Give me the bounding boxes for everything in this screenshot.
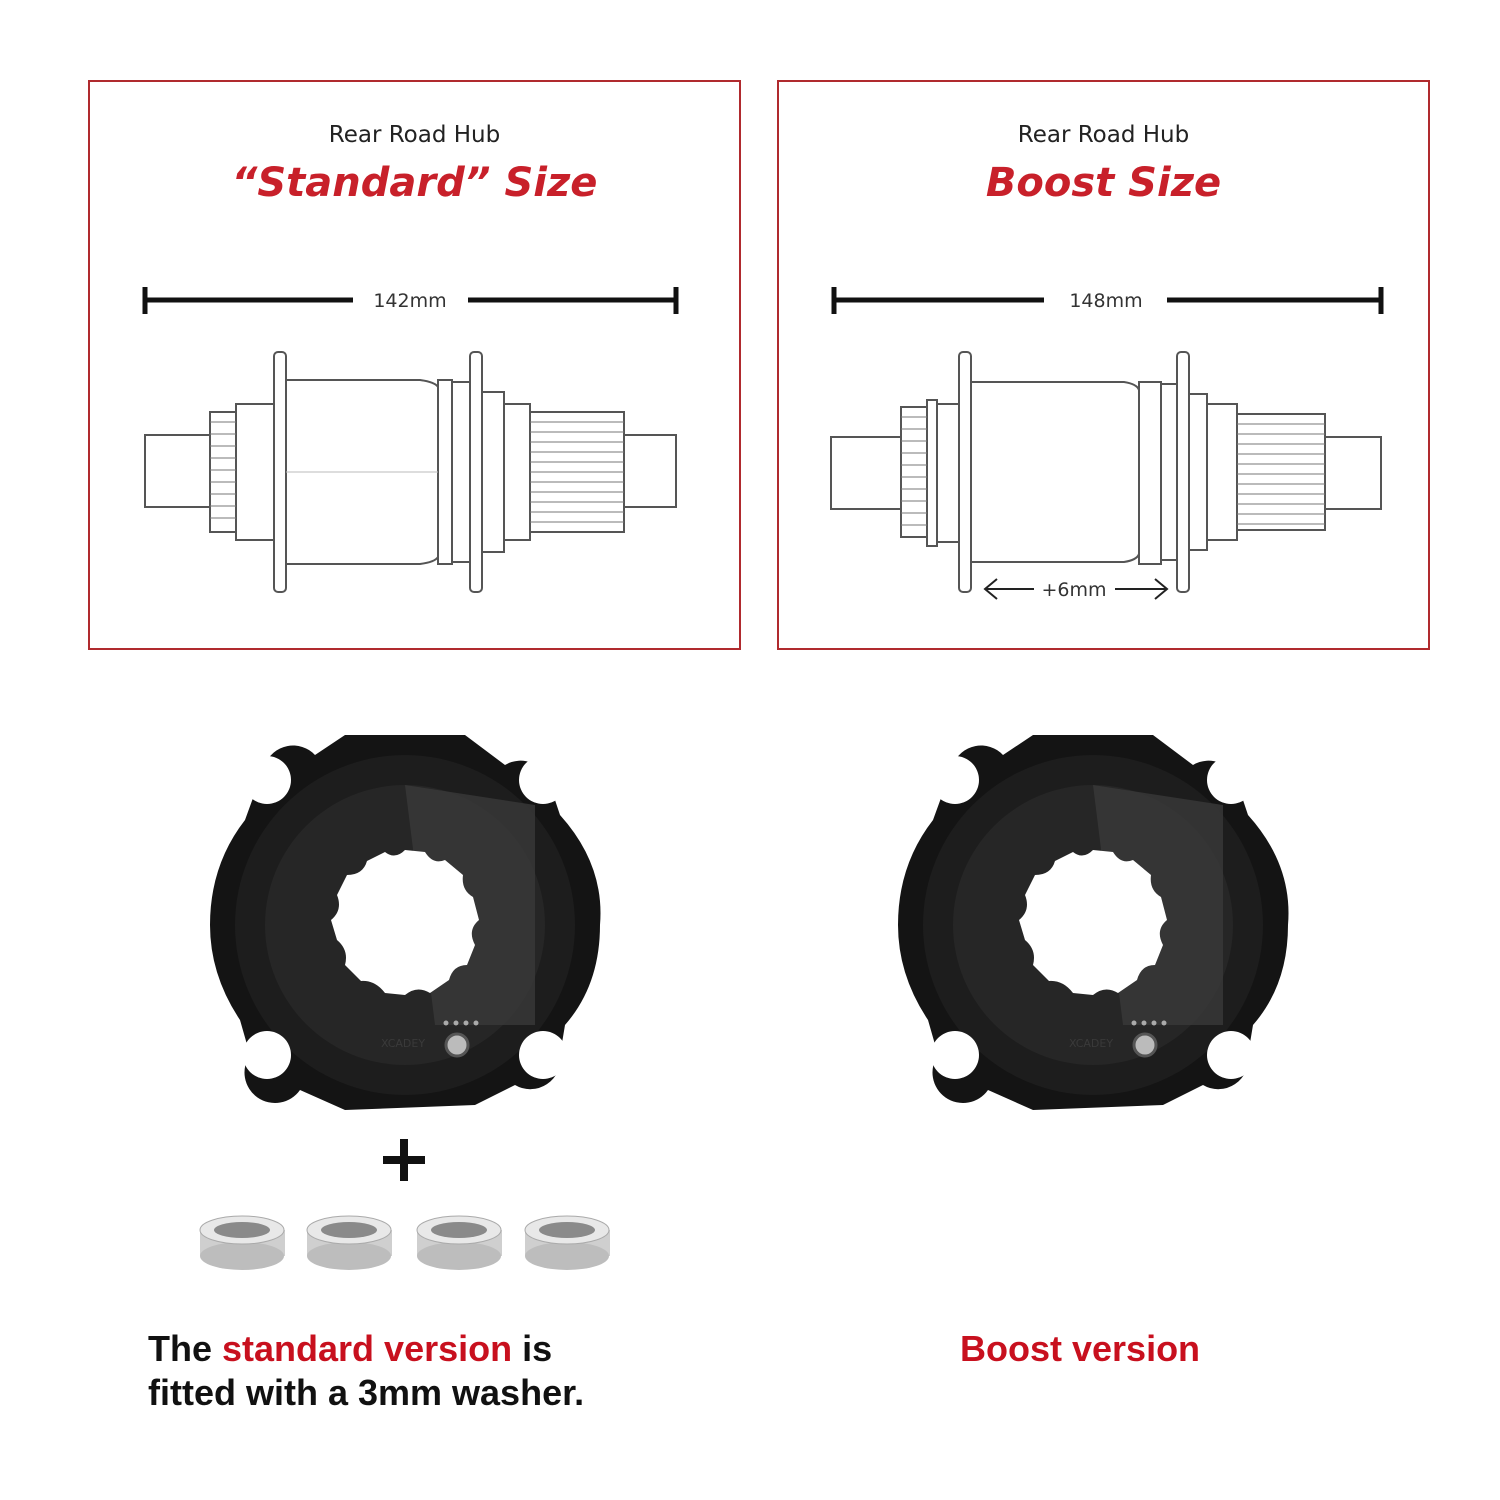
spider-brand: XCADEY bbox=[1069, 1037, 1113, 1050]
spider-brand: XCADEY bbox=[381, 1037, 425, 1050]
caption-suffix: is bbox=[512, 1328, 553, 1369]
panel-title: Boost Size bbox=[985, 160, 1222, 206]
caption-line2: fitted with a 3mm washer. bbox=[148, 1372, 585, 1413]
spider-body bbox=[898, 735, 1289, 1110]
boost-hub-diagram: 148mm bbox=[830, 287, 1384, 601]
width-label: 148mm bbox=[1069, 290, 1142, 312]
standard-version-caption: The standard version is fitted with a 3m… bbox=[148, 1327, 708, 1415]
caption-prefix: The bbox=[148, 1328, 223, 1369]
washer bbox=[306, 1215, 392, 1270]
panel-title: “Standard” Size bbox=[231, 160, 598, 206]
boost-version-caption: Boost version bbox=[960, 1328, 1201, 1369]
panel-subtitle: Rear Road Hub bbox=[1017, 122, 1190, 148]
power-meter-spider-standard: XCADEY bbox=[210, 735, 601, 1110]
standard-hub-diagram: 142mm bbox=[142, 287, 679, 593]
washer-set bbox=[199, 1215, 610, 1270]
offset-label: +6mm bbox=[1041, 579, 1106, 601]
width-label: 142mm bbox=[373, 290, 446, 312]
boost-hub-panel: Rear Road Hub Boost Size 148mm bbox=[777, 80, 1430, 650]
width-dimension-line: 142mm bbox=[142, 287, 679, 314]
plus-icon bbox=[381, 1137, 427, 1183]
cassette-splines bbox=[901, 416, 1325, 526]
caption-highlight: standard version bbox=[222, 1328, 513, 1369]
cassette-splines bbox=[210, 421, 624, 523]
spider-body bbox=[210, 735, 601, 1110]
washer bbox=[524, 1215, 610, 1270]
width-dimension-line: 148mm bbox=[831, 287, 1384, 314]
power-meter-spider-boost: XCADEY bbox=[898, 735, 1289, 1110]
offset-arrow bbox=[983, 578, 1169, 600]
hub-drawing bbox=[830, 351, 1382, 593]
standard-hub-panel: Rear Road Hub “Standard” Size 142mm bbox=[88, 80, 741, 650]
panel-subtitle: Rear Road Hub bbox=[328, 122, 501, 148]
washer bbox=[416, 1215, 502, 1270]
washer bbox=[199, 1215, 285, 1270]
